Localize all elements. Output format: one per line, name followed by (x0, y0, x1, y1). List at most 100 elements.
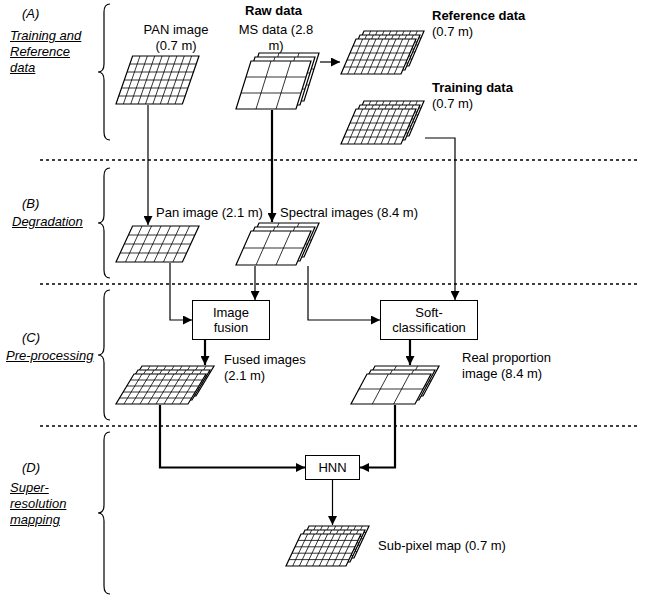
grid-line (130, 380, 202, 381)
grid-outline (341, 109, 416, 144)
grid-shape (340, 30, 425, 75)
caption-holder: Spectral images (8.4 m) (280, 205, 418, 221)
caption-holder: MS data (2.8 m) (238, 22, 314, 54)
label-holder: (C) (22, 330, 40, 346)
grid-shape (350, 365, 440, 405)
flow-arrow (308, 266, 380, 320)
grid-shape (115, 55, 200, 105)
section-letter: (D) (22, 460, 40, 476)
grid-layer (236, 231, 311, 265)
grid-line (344, 137, 404, 138)
section-braces (98, 4, 110, 594)
grid-line (348, 109, 363, 144)
grid-line (353, 116, 413, 117)
flow-arrow (170, 263, 192, 320)
image-caption: Sub-pixel map (0.7 m) (378, 538, 506, 554)
image-caption: PAN image (0.7 m) (136, 22, 216, 54)
grid-outline (116, 374, 206, 404)
raster-image: Training data(0.7 m) (340, 100, 425, 145)
image-caption: (0.7 m) (432, 24, 473, 40)
raster-image: MS data (2.8 m) (235, 52, 320, 110)
grid-shape (340, 100, 425, 145)
label-holder: Pre-processing (6, 348, 96, 364)
flow-arrow (332, 480, 333, 525)
grid-line (292, 553, 352, 554)
raster-image: Sub-pixel map (0.7 m) (285, 525, 370, 567)
grid-line (164, 374, 182, 404)
grid-shape (115, 365, 215, 405)
grid-line (333, 534, 348, 566)
grid-line (293, 534, 308, 566)
raster-image: Reference data(0.7 m) (340, 30, 425, 75)
grid-line (124, 80, 190, 81)
caption-holder: PAN image (0.7 m) (136, 22, 216, 54)
process-box: Image fusion (192, 300, 270, 340)
label-holder: (D) (22, 460, 40, 476)
grid-layer (351, 374, 431, 404)
flow-arrow (271, 110, 273, 222)
section-title: Training and Reference data (10, 28, 96, 76)
grid-line (127, 72, 193, 73)
grid-line (350, 123, 410, 124)
section-letter: (A) (22, 6, 39, 22)
grid-line (374, 109, 389, 144)
grid-outline (351, 374, 431, 404)
section-letter: (B) (22, 196, 39, 212)
caption-holder: (0.7 m) (432, 96, 473, 112)
curly-brace (98, 290, 110, 420)
grid-line (319, 534, 334, 566)
caption-holder: Pan image (2.1 m) (156, 205, 263, 221)
raster-image: Spectral images (8.4 m) (235, 222, 320, 266)
flow-arrow (254, 266, 255, 300)
grid-layer (341, 109, 416, 144)
grid-line (128, 235, 194, 236)
section-dividers (40, 160, 640, 426)
grid-line (298, 540, 358, 541)
grid-line (140, 374, 158, 404)
section-title: Pre-processing (6, 348, 96, 364)
flow-arrow (360, 405, 395, 468)
box-label: HNN (318, 460, 346, 475)
label-holder: Super-resolution mapping (10, 480, 92, 528)
grid-line (180, 374, 198, 404)
label-holder: (B) (22, 196, 39, 212)
grid-line (130, 64, 196, 65)
grid-shape (235, 52, 320, 110)
grid-line (354, 109, 369, 144)
grid-line (289, 559, 349, 560)
grid-line (394, 109, 409, 144)
label-holder: (A) (22, 6, 39, 22)
curly-brace (98, 4, 110, 140)
caption-holder: Real proportion image (8.4 m) (462, 350, 582, 382)
caption-holder: Training data (432, 80, 513, 96)
image-caption: (0.7 m) (432, 96, 473, 112)
grid-line (381, 39, 396, 74)
box-label: Soft-classification (387, 305, 471, 335)
grid-line (350, 53, 410, 54)
grid-outline (341, 39, 416, 74)
grid-line (394, 39, 409, 74)
grid-line (120, 398, 192, 399)
process-box: Soft-classification (380, 300, 478, 340)
image-caption: MS data (2.8 m) (238, 22, 314, 54)
grid-line (122, 88, 188, 89)
grid-line (353, 46, 413, 47)
grid-line (381, 109, 396, 144)
grid-line (120, 253, 186, 254)
grid-line (172, 374, 190, 404)
grid-line (156, 374, 174, 404)
section-letter: (C) (22, 330, 40, 346)
image-caption: Pan image (2.1 m) (156, 205, 263, 221)
box-label: Image fusion (199, 305, 263, 335)
curly-brace (98, 432, 110, 594)
grid-line (132, 374, 150, 404)
raster-image: Real proportion image (8.4 m) (350, 365, 440, 405)
grid-line (299, 534, 314, 566)
section-title: Degradation (12, 214, 83, 230)
label-holder: Raw data (245, 3, 302, 19)
grid-line (388, 109, 403, 144)
